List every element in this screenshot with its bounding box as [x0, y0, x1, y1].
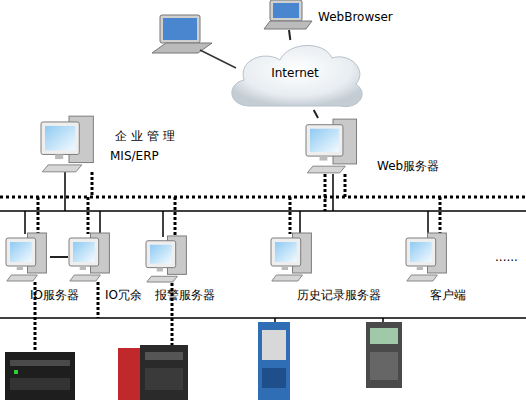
keyboard — [407, 275, 438, 281]
plc-led — [14, 370, 18, 374]
network-wire — [64, 172, 66, 211]
monitor-screen — [150, 245, 172, 264]
monitor-screen — [310, 129, 339, 152]
node-icon — [305, 118, 361, 174]
network-wire — [299, 211, 301, 234]
plc-terminal — [10, 378, 70, 390]
monitor-stand — [157, 268, 163, 272]
monitor-screen — [45, 126, 75, 150]
node-icon — [5, 232, 50, 282]
web-server: Web服务器 — [305, 118, 361, 174]
redundant-bus — [0, 196, 526, 199]
laptop-screen-frame — [270, 0, 302, 21]
history-server: 历史记录服务器 — [270, 232, 315, 282]
monitor-screen — [73, 242, 95, 262]
node-label: WebBrowser — [318, 10, 408, 24]
monitor-frame — [146, 241, 176, 268]
monitor-screen — [10, 242, 32, 262]
node-icon — [145, 235, 190, 283]
io-module-terminal — [262, 368, 286, 388]
network-wire — [24, 211, 26, 234]
browser-laptop: WebBrowser — [262, 0, 312, 30]
network-wire — [87, 197, 90, 234]
network-wire — [439, 197, 442, 234]
node-label: Internet — [222, 66, 368, 80]
monitor-stand — [55, 154, 63, 159]
continuation-mark: ...... — [495, 250, 525, 264]
network-wire — [174, 197, 177, 237]
node-icon — [405, 232, 450, 282]
monitor-frame — [406, 238, 436, 266]
io-module — [258, 322, 290, 400]
network-wire — [99, 211, 101, 234]
keyboard — [7, 275, 38, 281]
monitor-screen — [410, 242, 432, 262]
internet-cloud: Internet — [222, 40, 368, 110]
alarm-server: 报警服务器 — [145, 235, 190, 283]
keyboard — [147, 276, 178, 282]
node-icon — [40, 115, 98, 173]
network-wire — [289, 197, 292, 234]
node-label: 历史记录服务器 — [297, 288, 397, 302]
node-label: Web服务器 — [377, 159, 467, 173]
monitor-stand — [320, 156, 328, 160]
network-wire — [200, 50, 236, 68]
inverter-device — [366, 322, 402, 388]
network-wire — [97, 282, 100, 318]
field-bus — [0, 317, 526, 319]
monitor-frame — [306, 125, 343, 156]
network-link — [289, 30, 290, 40]
io-redundant-server: IO冗余 — [68, 232, 113, 282]
network-wire — [91, 172, 94, 197]
monitor-stand — [80, 266, 86, 270]
io-server: IO服务器 — [5, 232, 50, 282]
monitor-screen — [275, 242, 297, 262]
plc-device — [5, 352, 75, 400]
network-wire — [324, 174, 327, 211]
monitor-frame — [271, 238, 301, 266]
node-icon — [270, 232, 315, 282]
monitor-stand — [17, 266, 23, 270]
node-icon — [68, 232, 113, 282]
plc-terminal — [145, 368, 183, 390]
network-link — [314, 110, 318, 118]
network-wire — [427, 211, 429, 234]
node-label: MIS/ERP — [110, 149, 200, 163]
laptop-screen — [273, 3, 299, 18]
node-label: 报警服务器 — [155, 288, 245, 302]
keyboard — [70, 275, 101, 281]
plc-power-module — [118, 348, 140, 400]
node-label: 企业管理 — [115, 129, 215, 143]
monitor-frame — [41, 122, 79, 154]
node-label: IO服务器 — [30, 288, 110, 302]
monitor-frame — [69, 238, 99, 266]
laptop-screen-frame — [160, 15, 200, 43]
laptop-screen — [163, 18, 197, 40]
client-computer: 客户端 — [405, 232, 450, 282]
network-wire — [162, 211, 164, 237]
network-wire — [332, 174, 334, 211]
mis-server: 企业管理MIS/ERP — [40, 115, 98, 173]
plc-device — [140, 345, 188, 400]
monitor-stand — [417, 266, 423, 270]
network-link — [50, 256, 68, 258]
laptop-base — [264, 21, 312, 29]
plc-terminal — [10, 360, 70, 366]
keyboard — [307, 166, 345, 173]
network-wire — [37, 197, 40, 234]
monitor-stand — [282, 266, 288, 270]
keyboard — [272, 275, 303, 281]
keyboard — [42, 165, 81, 172]
network-wire — [344, 174, 347, 197]
node-icon — [262, 0, 312, 30]
ethernet-bus — [0, 210, 526, 212]
monitor-frame — [6, 238, 36, 266]
inverter-display — [370, 328, 398, 344]
node-label: 客户端 — [430, 288, 510, 302]
io-module-panel — [262, 330, 286, 360]
plc-terminal — [145, 352, 183, 360]
inverter-panel — [370, 352, 398, 380]
